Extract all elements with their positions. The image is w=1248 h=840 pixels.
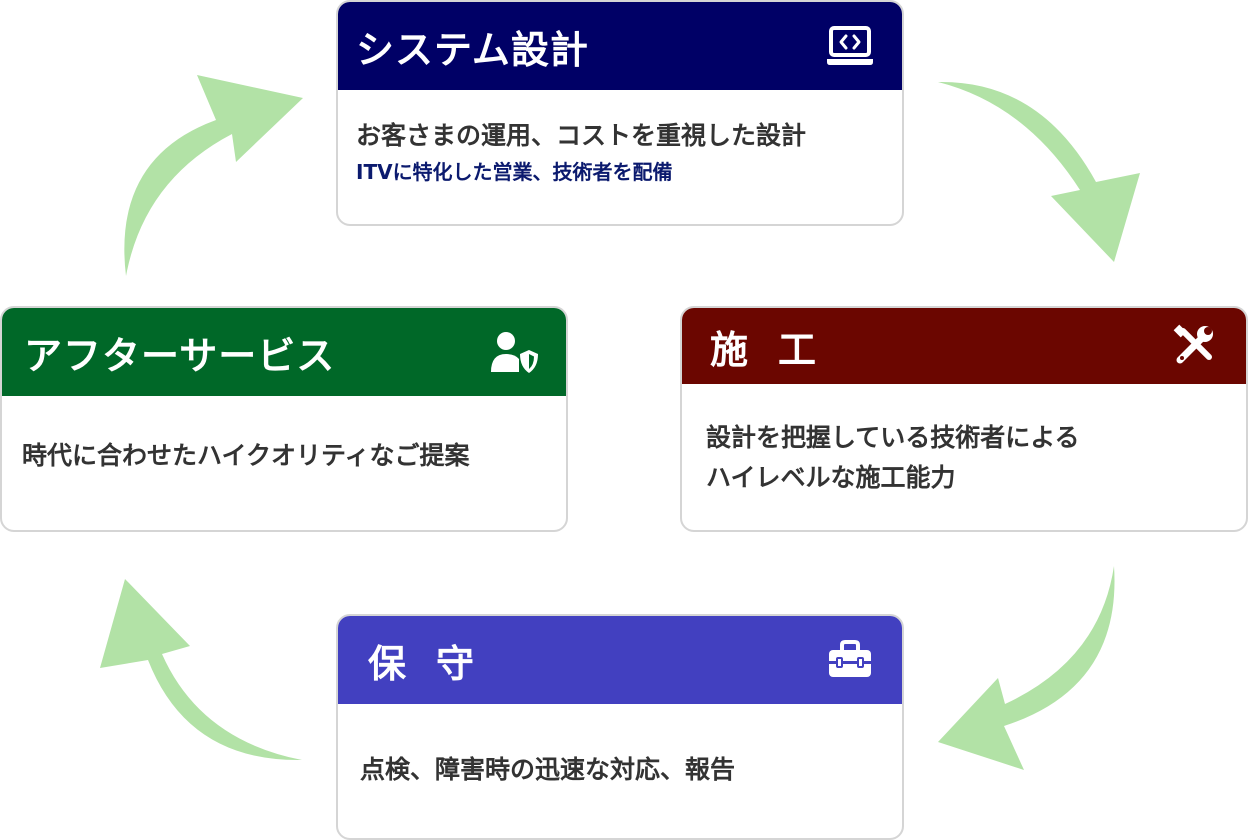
design-card-body: お客さまの運用、コストを重視した設計 ITVに特化した営業、技術者を配備 xyxy=(356,116,884,188)
aftercare-card-title: アフターサービス xyxy=(24,333,336,378)
construction-card-title: 施工 xyxy=(710,327,847,372)
arrow-maintenance-to-aftercare xyxy=(100,579,302,761)
construction-card-header: 施工 xyxy=(682,308,1246,384)
design-card: システム設計 お客さまの運用、コストを重視した設計 ITVに特化した営業、技術者… xyxy=(336,0,904,226)
construction-card-line-2: ハイレベルな施工能力 xyxy=(706,463,956,492)
user-shield-icon xyxy=(488,326,540,378)
arrow-aftercare-to-design xyxy=(124,75,303,276)
aftercare-card-line-1: 時代に合わせたハイクオリティなご提案 xyxy=(22,441,470,470)
design-card-header: システム設計 xyxy=(338,2,902,90)
maintenance-card: 保守 点検、障害時の迅速な対応、報告 xyxy=(336,614,904,840)
tools-icon xyxy=(1168,320,1220,372)
aftercare-card: アフターサービス 時代に合わせたハイクオリティなご提案 xyxy=(0,306,568,532)
maintenance-card-title: 保守 xyxy=(368,641,505,686)
design-card-line-2: ITVに特化した営業、技術者を配備 xyxy=(356,160,673,184)
arrow-design-to-construction xyxy=(938,81,1140,262)
toolbox-icon xyxy=(824,634,876,686)
construction-card-body: 設計を把握している技術者による ハイレベルな施工能力 xyxy=(706,418,1228,498)
construction-card: 施工 設計を把握している技術者による ハイレベルな施工能力 xyxy=(680,306,1248,532)
aftercare-card-header: アフターサービス xyxy=(2,308,566,396)
maintenance-card-header: 保守 xyxy=(338,616,902,704)
maintenance-card-line-1: 点検、障害時の迅速な対応、報告 xyxy=(360,755,736,784)
maintenance-card-body: 点検、障害時の迅速な対応、報告 xyxy=(360,750,884,790)
arrow-construction-to-maintenance xyxy=(938,566,1115,770)
design-card-line-1: お客さまの運用、コストを重視した設計 xyxy=(356,121,807,150)
laptop-code-icon xyxy=(824,20,876,72)
aftercare-card-body: 時代に合わせたハイクオリティなご提案 xyxy=(22,436,548,476)
construction-card-line-1: 設計を把握している技術者による xyxy=(706,423,1080,452)
design-card-title: システム設計 xyxy=(356,27,589,72)
